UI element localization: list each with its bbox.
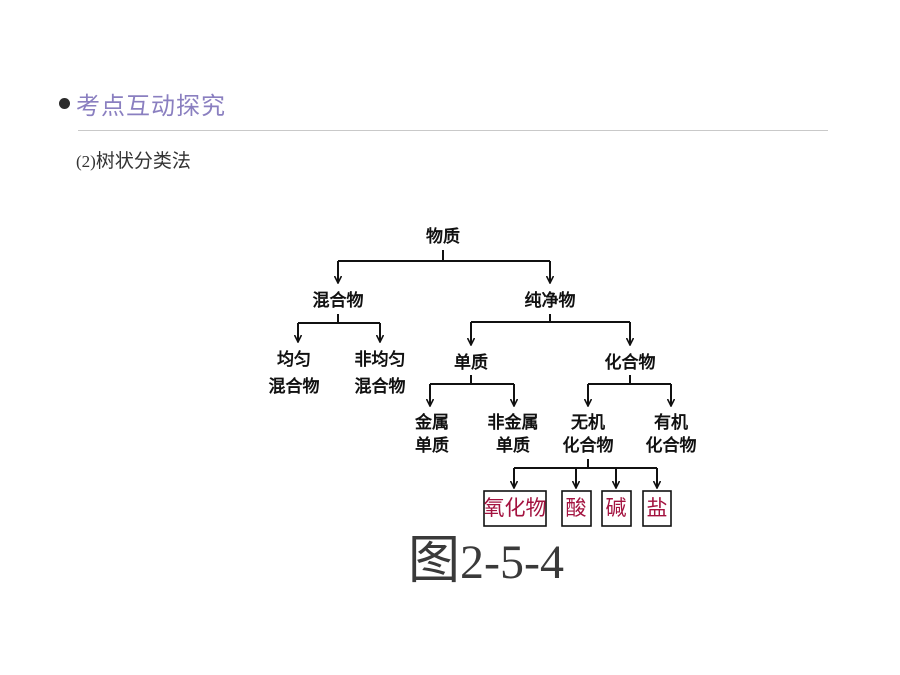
leaf-salt: 盐	[647, 496, 668, 520]
node-compound: 化合物	[605, 352, 656, 373]
node-matter: 物质	[426, 226, 460, 247]
section-title: 考点互动探究	[76, 92, 226, 120]
leaf-box-oxide	[483, 490, 547, 527]
header-divider	[78, 130, 828, 131]
figure-caption: 图2-5-4	[408, 526, 564, 598]
node-homogeneous-line2: 混合物	[269, 376, 320, 397]
node-homogeneous-line1: 均匀	[277, 349, 311, 370]
node-nonmetal-line1: 非金属	[488, 412, 539, 433]
node-mixture: 混合物	[313, 290, 364, 311]
caption-number: 2-5-4	[460, 536, 564, 589]
node-inorganic-line2: 化合物	[563, 435, 614, 456]
leaf-base: 碱	[606, 496, 627, 520]
subtitle-number: (2)	[76, 152, 96, 171]
node-metal-line1: 金属	[414, 412, 449, 433]
subtitle-text: 树状分类法	[95, 150, 191, 172]
leaf-oxide: 氧化物	[484, 496, 547, 520]
node-heterogeneous-line1: 非均匀	[355, 349, 406, 370]
node-organic-line2: 化合物	[646, 435, 697, 456]
header-bullet	[59, 98, 70, 109]
leaf-acid: 酸	[566, 496, 587, 520]
leaf-box-acid	[561, 490, 592, 527]
leaf-box-base	[601, 490, 632, 527]
subtitle: (2)树状分类法	[76, 146, 191, 173]
node-metal-line2: 单质	[415, 435, 449, 456]
node-pure-substance: 纯净物	[525, 290, 576, 311]
caption-char: 图	[408, 531, 461, 591]
node-heterogeneous-line2: 混合物	[355, 376, 406, 397]
node-organic-line1: 有机	[654, 412, 688, 433]
leaf-box-salt	[642, 490, 672, 527]
node-nonmetal-line2: 单质	[496, 435, 530, 456]
node-element: 单质	[454, 352, 488, 373]
node-inorganic-line1: 无机	[570, 412, 605, 433]
